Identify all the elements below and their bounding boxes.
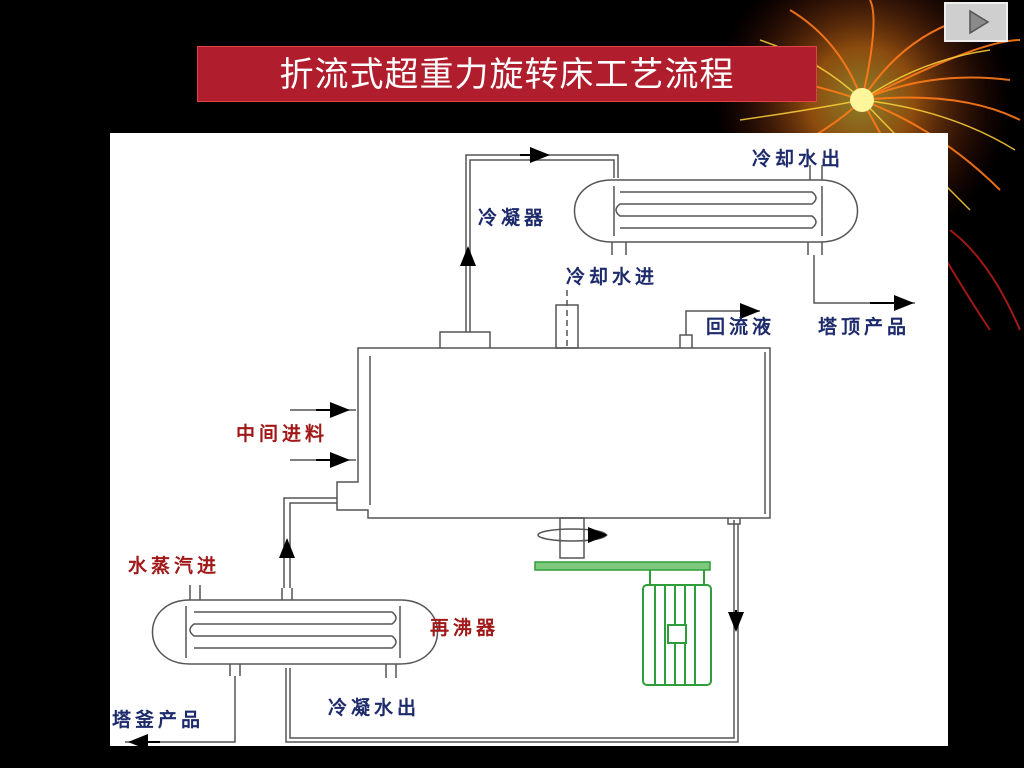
label-condensate-out: 冷凝水出 (328, 696, 420, 719)
distillate-line (813, 255, 915, 304)
process-flow-diagram: 冷凝器 冷却水出 冷却水进 回流液 塔顶产品 中间进料 水蒸汽进 再沸器 冷凝水… (110, 133, 948, 750)
label-middle-feed: 中间进料 (236, 422, 328, 445)
rotor-shaft (537, 517, 607, 559)
label-bottom-product: 塔釜产品 (112, 708, 204, 731)
label-condenser: 冷凝器 (478, 206, 547, 229)
label-reflux: 回流液 (706, 315, 775, 338)
label-top-product: 塔顶产品 (818, 315, 910, 338)
drive-belt (534, 561, 711, 571)
label-reboiler: 再沸器 (430, 616, 499, 639)
bottom-product-line (125, 676, 236, 743)
reboiler-vapor-line (283, 497, 337, 588)
motor (642, 570, 712, 686)
condenser (573, 165, 859, 255)
label-cooling-water-in: 冷却水进 (566, 265, 658, 288)
rotating-bed-vessel (336, 290, 771, 525)
reflux-line (685, 310, 760, 335)
vapor-line (465, 154, 619, 332)
play-arrow-icon (969, 9, 990, 35)
label-steam-in: 水蒸汽进 (128, 554, 220, 577)
next-slide-button[interactable] (944, 2, 1008, 42)
label-cooling-water-out: 冷却水出 (752, 147, 844, 170)
slide-title: 折流式超重力旋转床工艺流程 (197, 46, 817, 102)
reboiler (151, 585, 439, 678)
vapor-line-2 (469, 159, 615, 332)
